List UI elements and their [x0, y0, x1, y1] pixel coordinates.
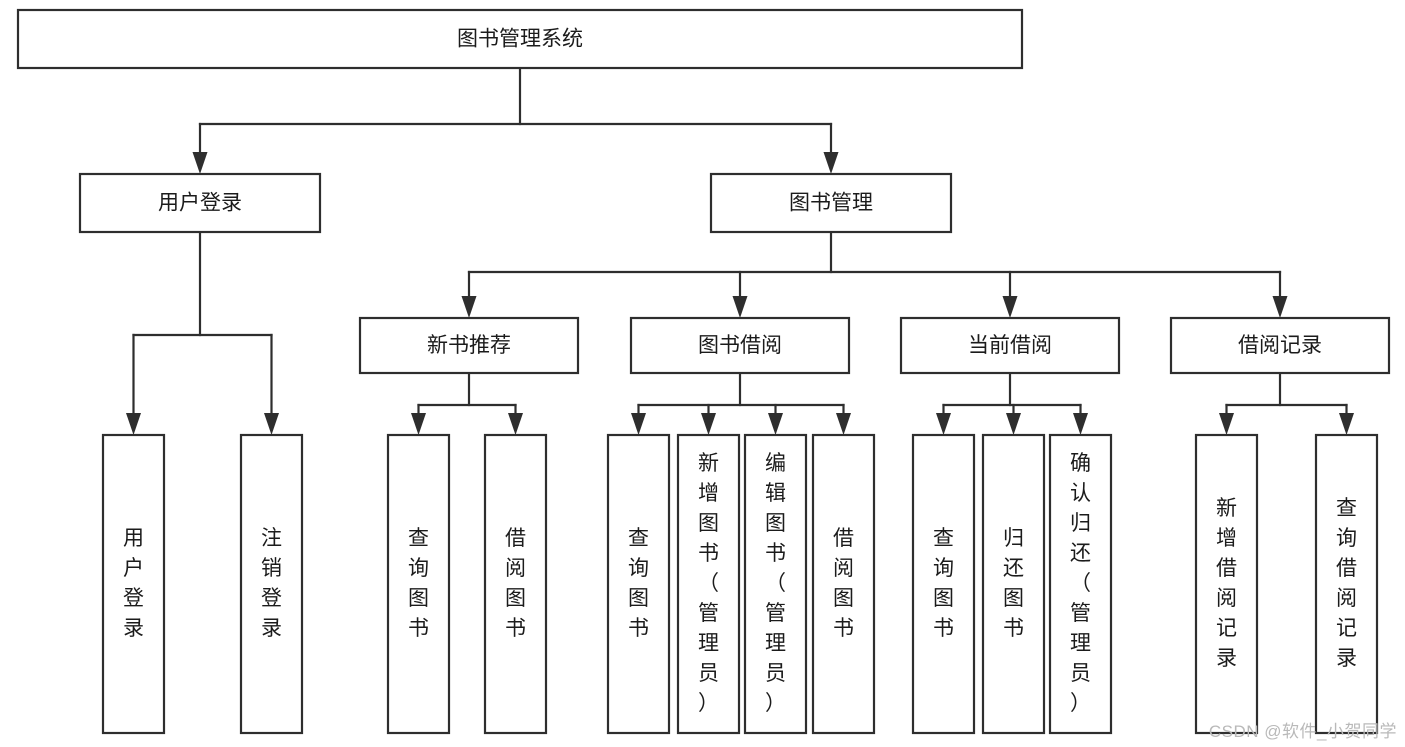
node-label-leaf-edit-book-admin: 编辑图书（管理员） [765, 452, 786, 715]
arrow-head-icon [823, 152, 839, 174]
node-box-leaf-query-book-borrow[interactable] [606, 433, 671, 735]
node-label-leaf-add-book-admin: 新增图书（管理员） [698, 452, 719, 715]
node-box-user-login[interactable] [78, 172, 322, 234]
arrow-head-icon [461, 296, 477, 318]
arrow-head-icon [126, 413, 141, 435]
node-label-leaf-confirm-return-admin: 确认归还（管理员） [1070, 452, 1091, 715]
node-box-book-manage[interactable] [709, 172, 953, 234]
node-box-leaf-query-borrow-record[interactable] [1314, 433, 1379, 735]
node-label-leaf-query-book-current: 查询图书 [933, 527, 954, 640]
node-book-manage[interactable]: 图书管理 [709, 172, 953, 234]
node-leaf-query-book-recommend[interactable]: 查询图书 [386, 433, 451, 735]
node-book-borrow[interactable]: 图书借阅 [629, 316, 851, 375]
node-box-leaf-query-book-recommend[interactable] [386, 433, 451, 735]
arrow-head-icon [936, 413, 951, 435]
node-box-book-borrow[interactable] [629, 316, 851, 375]
node-new-book-recommend[interactable]: 新书推荐 [358, 316, 580, 375]
node-box-leaf-user-login[interactable] [101, 433, 166, 735]
node-leaf-borrow-book[interactable]: 借阅图书 [811, 433, 876, 735]
node-leaf-logout-login[interactable]: 注销登录 [239, 433, 304, 735]
connector-group-current-borrow [936, 371, 1088, 435]
node-box-leaf-add-borrow-record[interactable] [1194, 433, 1259, 735]
arrow-head-icon [836, 413, 851, 435]
node-leaf-borrow-book-recommend[interactable]: 借阅图书 [483, 433, 548, 735]
connector-group-book-manage [461, 230, 1288, 318]
arrow-head-icon [1073, 413, 1088, 435]
node-leaf-query-book-borrow[interactable]: 查询图书 [606, 433, 671, 735]
arrow-head-icon [1339, 413, 1354, 435]
node-current-borrow[interactable]: 当前借阅 [899, 316, 1121, 375]
node-box-leaf-edit-book-admin[interactable] [743, 433, 808, 735]
arrow-head-icon [192, 152, 208, 174]
node-leaf-return-book[interactable]: 归还图书 [981, 433, 1046, 735]
node-box-leaf-confirm-return-admin[interactable] [1048, 433, 1113, 735]
node-label-book-manage: 图书管理 [789, 192, 873, 215]
node-label-new-book-recommend: 新书推荐 [427, 334, 511, 357]
node-leaf-user-login[interactable]: 用户登录 [101, 433, 166, 735]
node-box-current-borrow[interactable] [899, 316, 1121, 375]
connector-layer [126, 66, 1354, 435]
connector-group-root [192, 66, 839, 174]
arrow-head-icon [732, 296, 748, 318]
connector-group-borrow-record [1219, 371, 1354, 435]
watermark-text: CSDN @软件_小贺同学 [1208, 722, 1397, 741]
node-leaf-edit-book-admin[interactable]: 编辑图书（管理员） [743, 433, 808, 735]
arrow-head-icon [264, 413, 279, 435]
node-label-leaf-return-book: 归还图书 [1003, 527, 1024, 640]
node-label-leaf-query-borrow-record: 查询借阅记录 [1336, 497, 1357, 670]
arrow-head-icon [508, 413, 523, 435]
node-leaf-add-borrow-record[interactable]: 新增借阅记录 [1194, 433, 1259, 735]
node-user-login[interactable]: 用户登录 [78, 172, 322, 234]
node-borrow-record[interactable]: 借阅记录 [1169, 316, 1391, 375]
node-label-leaf-add-borrow-record: 新增借阅记录 [1216, 497, 1237, 670]
arrow-head-icon [631, 413, 646, 435]
arrow-head-icon [701, 413, 716, 435]
arrow-head-icon [768, 413, 783, 435]
connector-group-user-login [126, 230, 279, 435]
connector-group-new-book-recommend [411, 371, 523, 435]
node-label-leaf-query-book-recommend: 查询图书 [408, 527, 429, 640]
node-label-user-login: 用户登录 [158, 192, 242, 215]
node-box-leaf-return-book[interactable] [981, 433, 1046, 735]
arrow-head-icon [411, 413, 426, 435]
node-leaf-add-book-admin[interactable]: 新增图书（管理员） [676, 433, 741, 735]
node-leaf-query-book-current[interactable]: 查询图书 [911, 433, 976, 735]
node-layer: 图书管理系统用户登录图书管理新书推荐图书借阅当前借阅借阅记录用户登录注销登录查询… [16, 8, 1391, 735]
arrow-head-icon [1219, 413, 1234, 435]
node-box-borrow-record[interactable] [1169, 316, 1391, 375]
node-box-leaf-add-book-admin[interactable] [676, 433, 741, 735]
node-label-borrow-record: 借阅记录 [1238, 334, 1322, 357]
node-box-leaf-borrow-book-recommend[interactable] [483, 433, 548, 735]
node-leaf-confirm-return-admin[interactable]: 确认归还（管理员） [1048, 433, 1113, 735]
node-box-leaf-query-book-current[interactable] [911, 433, 976, 735]
node-root[interactable]: 图书管理系统 [16, 8, 1024, 70]
node-box-leaf-borrow-book[interactable] [811, 433, 876, 735]
node-label-leaf-borrow-book-recommend: 借阅图书 [505, 527, 526, 640]
connector-group-book-borrow [631, 371, 851, 435]
node-label-leaf-logout-login: 注销登录 [261, 527, 282, 640]
node-box-new-book-recommend[interactable] [358, 316, 580, 375]
node-box-leaf-logout-login[interactable] [239, 433, 304, 735]
node-label-leaf-query-book-borrow: 查询图书 [628, 527, 649, 640]
arrow-head-icon [1006, 413, 1021, 435]
node-label-root: 图书管理系统 [457, 28, 583, 51]
node-label-book-borrow: 图书借阅 [698, 334, 782, 357]
node-label-current-borrow: 当前借阅 [968, 334, 1052, 357]
arrow-head-icon [1272, 296, 1288, 318]
node-box-root[interactable] [16, 8, 1024, 70]
arrow-head-icon [1002, 296, 1018, 318]
node-label-leaf-user-login: 用户登录 [123, 527, 144, 640]
node-leaf-query-borrow-record[interactable]: 查询借阅记录 [1314, 433, 1379, 735]
node-label-leaf-borrow-book: 借阅图书 [833, 527, 854, 640]
